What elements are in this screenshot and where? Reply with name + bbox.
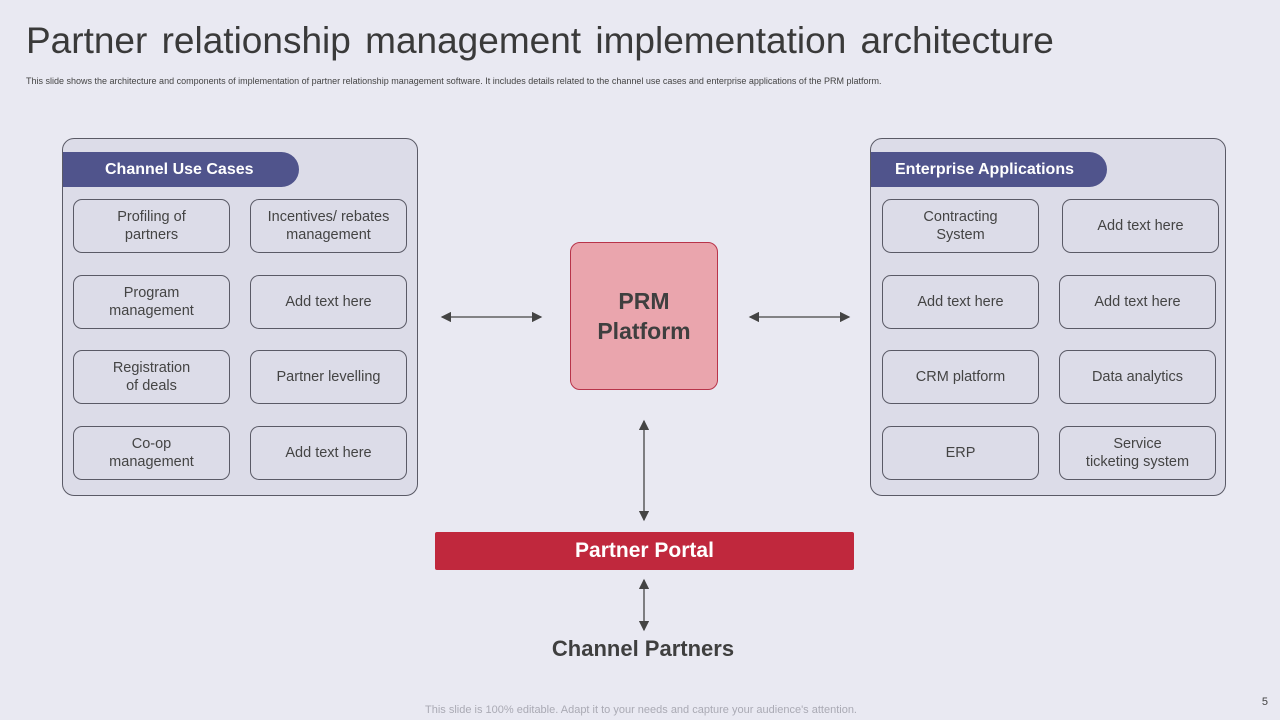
application-box: Add text here: [1059, 275, 1216, 329]
partner-portal-bar: Partner Portal: [435, 532, 854, 570]
application-box: CRM platform: [882, 350, 1039, 404]
enterprise-applications-panel: Enterprise Applications Contracting Syst…: [870, 138, 1226, 496]
application-box: ERP: [882, 426, 1039, 480]
use-case-box: Add text here: [250, 426, 407, 480]
application-box: Data analytics: [1059, 350, 1216, 404]
prm-platform-box: PRM Platform: [570, 242, 718, 390]
footer-note: This slide is 100% editable. Adapt it to…: [425, 704, 857, 716]
page-number: 5: [1261, 696, 1268, 708]
application-box: Add text here: [882, 275, 1039, 329]
use-case-box: Profiling of partners: [73, 199, 230, 253]
slide-subtitle: This slide shows the architecture and co…: [26, 76, 882, 86]
use-case-box: Add text here: [250, 275, 407, 329]
application-box: Contracting System: [882, 199, 1039, 253]
slide-title: Partner relationship management implemen…: [26, 20, 1054, 61]
use-case-box: Co-op management: [73, 426, 230, 480]
application-box: Add text here: [1062, 199, 1219, 253]
enterprise-applications-heading: Enterprise Applications: [871, 152, 1107, 187]
use-case-box: Program management: [73, 275, 230, 329]
channel-use-cases-panel: Channel Use Cases Profiling of partners …: [62, 138, 418, 496]
use-case-box: Incentives/ rebates management: [250, 199, 407, 253]
channel-use-cases-heading: Channel Use Cases: [63, 152, 299, 187]
use-case-box: Partner levelling: [250, 350, 407, 404]
application-box: Service ticketing system: [1059, 426, 1216, 480]
use-case-box: Registration of deals: [73, 350, 230, 404]
channel-partners-label: Channel Partners: [551, 636, 735, 661]
